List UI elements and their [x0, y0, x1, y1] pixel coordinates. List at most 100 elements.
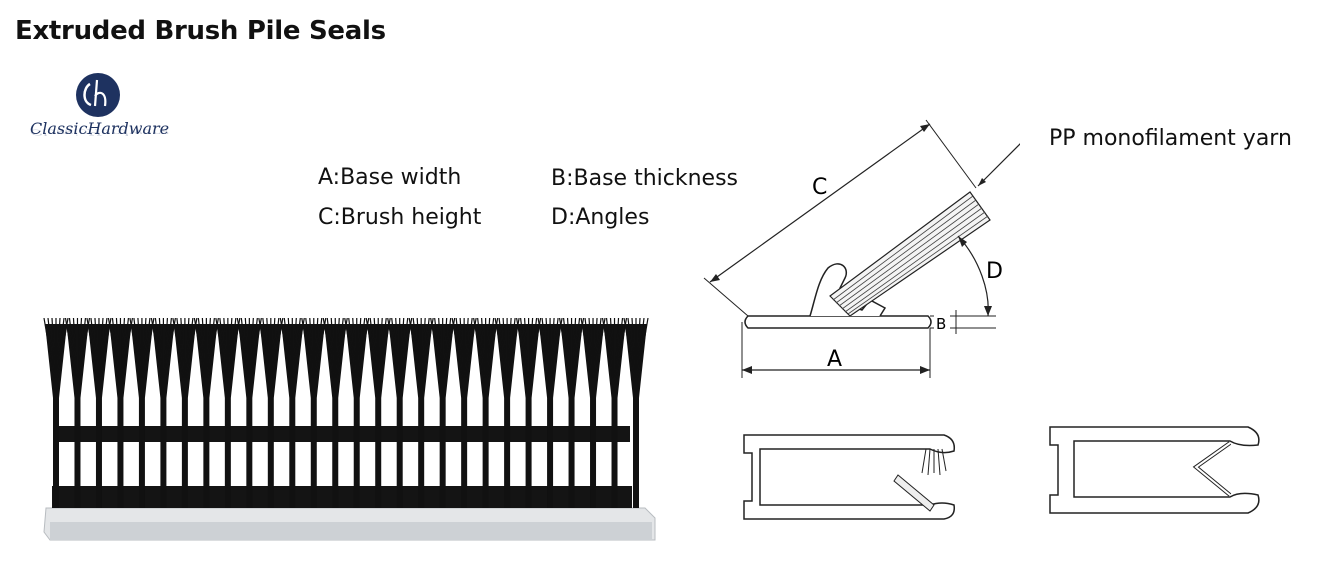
- bristle-strand: [465, 318, 477, 379]
- bristle-strand: [486, 318, 495, 379]
- bristle-strand: [416, 318, 422, 379]
- bristle-strand: [614, 318, 620, 379]
- legend-base-width: A:Base width: [318, 165, 462, 190]
- bristle-strand: [545, 318, 551, 379]
- bristle-strand: [314, 318, 327, 379]
- bristle-strand: [172, 318, 184, 379]
- bristle-strand: [121, 318, 134, 379]
- bristle-strand: [558, 318, 571, 379]
- bristle-tuft: [302, 324, 325, 508]
- bristle-tuft: [431, 324, 454, 508]
- bristle-strand: [438, 318, 443, 379]
- bristle-strand: [272, 318, 284, 379]
- bristle-strand: [572, 318, 585, 379]
- bristle-strand: [305, 318, 314, 379]
- bristle-strand: [154, 318, 163, 379]
- bristle-tuft: [367, 324, 390, 508]
- bristle-tuft: [130, 324, 153, 508]
- bristle-strand: [313, 318, 319, 379]
- bristle-strand: [206, 318, 211, 379]
- bristle-strand: [395, 318, 400, 379]
- bristle-tuft: [603, 324, 626, 508]
- bristle-strand: [523, 318, 529, 379]
- bristle-strand: [529, 318, 538, 379]
- bristle-strand: [473, 318, 485, 379]
- bristle-strand: [94, 318, 99, 379]
- bristle-strand: [99, 318, 108, 379]
- bristle-strand: [455, 318, 464, 379]
- bristle-strand: [335, 318, 340, 379]
- bristle-tuft: [345, 324, 368, 508]
- bristle-tuft: [195, 324, 218, 508]
- legend-base-thickness: B:Base thickness: [551, 166, 738, 191]
- bristle-strand: [464, 318, 469, 379]
- bristle-strand: [186, 318, 198, 379]
- bristle-strand: [637, 318, 649, 379]
- bristle-tuft: [496, 324, 519, 508]
- bristle-strand: [301, 318, 313, 379]
- bristle-strand: [369, 318, 378, 379]
- bristle-strand: [627, 318, 636, 379]
- bristle-strand: [507, 318, 512, 379]
- bristle-strand: [519, 318, 528, 379]
- bristle-strand: [336, 318, 348, 379]
- bristle-tuft: [66, 324, 89, 508]
- bristle-strand: [412, 318, 421, 379]
- bristle-strand: [498, 318, 507, 379]
- bristle-tuft: [259, 324, 282, 508]
- bristle-tuft: [216, 324, 239, 508]
- bristle-strand: [356, 318, 362, 379]
- bristle-strand: [537, 318, 549, 379]
- bristle-strand: [516, 318, 528, 379]
- diagram-base: [744, 315, 932, 329]
- bristle-strand: [56, 318, 65, 379]
- brush-seal-photo: [43, 318, 656, 541]
- profile-left: [743, 434, 956, 520]
- bristle-strand: [528, 318, 534, 379]
- bristle-strand: [107, 318, 120, 379]
- bristle-strand: [64, 318, 77, 379]
- bristle-strand: [330, 318, 336, 379]
- bristle-strand: [459, 318, 465, 379]
- bristle-strand: [185, 318, 194, 379]
- bristle-strand: [408, 318, 420, 379]
- bristle-strand: [550, 318, 555, 379]
- bristle-tuft: [152, 324, 175, 508]
- bristle-strand: [193, 318, 206, 379]
- bristle-strand: [180, 318, 185, 379]
- bristle-strand: [228, 318, 237, 379]
- bristle-strand: [541, 318, 550, 379]
- profile-right: [1049, 426, 1260, 514]
- bristle-strand: [400, 318, 409, 379]
- bristle-strand: [615, 318, 628, 379]
- bristle-strand: [379, 318, 391, 379]
- bristle-strand: [77, 318, 83, 379]
- bristle-tuft: [281, 324, 304, 508]
- bristle-strand: [421, 318, 426, 379]
- bristle-strand: [86, 318, 98, 379]
- bristle-strand: [258, 318, 270, 379]
- bristle-strand: [623, 318, 635, 379]
- bristle-strand: [443, 318, 452, 379]
- bristle-strand: [636, 318, 641, 379]
- bristle-tuft: [45, 324, 67, 508]
- legend-brush-height: C:Brush height: [318, 205, 482, 230]
- bristle-strand: [266, 318, 271, 379]
- bristle-strand: [143, 318, 155, 379]
- bristle-strand: [344, 318, 356, 379]
- bristle-strand: [529, 318, 542, 379]
- bristle-strand: [72, 318, 78, 379]
- dim-d-label: D: [986, 259, 1003, 284]
- bristle-tufts: [43, 318, 649, 508]
- bristle-strand: [464, 318, 473, 379]
- bristle-strand: [240, 318, 249, 379]
- bristle-strand: [566, 318, 572, 379]
- diagram-brush: [829, 191, 991, 317]
- bristle-tuft: [582, 324, 605, 508]
- bristle-strand: [485, 318, 491, 379]
- bristle-strand: [137, 318, 142, 379]
- bristle-strand: [422, 318, 434, 379]
- bristle-strand: [90, 318, 99, 379]
- bristle-strand: [43, 318, 55, 379]
- bristle-strand: [348, 318, 357, 379]
